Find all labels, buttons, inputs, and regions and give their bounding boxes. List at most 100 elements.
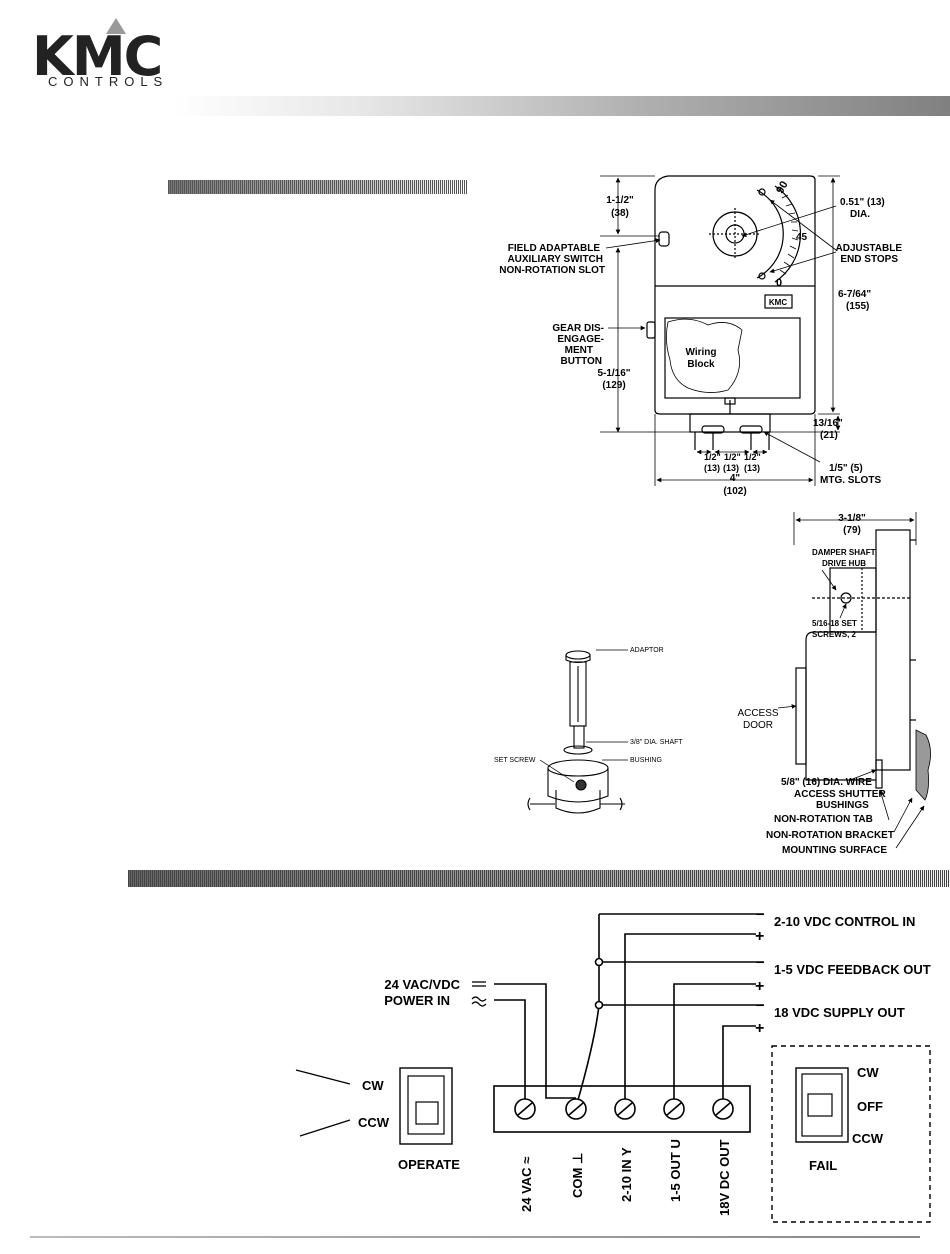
side-body-outline	[805, 640, 876, 781]
wiring-section-bar	[128, 870, 950, 887]
power-label-1: 24 VAC/VDC	[384, 977, 460, 992]
access-door	[795, 667, 807, 765]
wire-control-plus	[624, 933, 756, 1099]
terminal-18v-dc-out: 18V DC OUT	[717, 1139, 732, 1216]
bushing-top	[547, 759, 609, 777]
set-screw-side	[840, 592, 852, 604]
access-label-1: ACCESS	[737, 708, 778, 719]
dim-height: 6-7/64"	[838, 289, 871, 300]
dim-mid-mm: (129)	[602, 380, 625, 391]
aux-switch-1: FIELD ADAPTABLE	[508, 243, 601, 254]
kmc-badge	[764, 294, 793, 309]
end-stops-2: END STOPS	[840, 254, 898, 265]
set-screw-adaptor	[575, 779, 587, 791]
terminal-screws	[514, 1098, 734, 1120]
half-a-mm: (13)	[704, 463, 720, 473]
terminal-com: COM ⊥	[570, 1153, 585, 1198]
wire-label-3: BUSHINGS	[816, 800, 869, 811]
dim-top-mm: (38)	[611, 208, 629, 219]
end-stop-bottom	[758, 272, 766, 280]
terminal-2-10-in: 2-10 IN Y	[619, 1147, 634, 1202]
dim-dia: 0.51" (13)	[840, 197, 885, 208]
hub-label-1: DAMPER SHAFT	[812, 548, 876, 557]
side-body-front	[875, 529, 911, 771]
shaft	[573, 725, 585, 749]
control-in-label: 2-10 VDC CONTROL IN	[774, 914, 915, 929]
gear-3: MENT	[565, 345, 593, 356]
header-gradient-bar	[172, 96, 950, 116]
power-label-2: POWER IN	[384, 993, 450, 1008]
fail-safe-box	[771, 1045, 931, 1223]
wiring-cover-outline	[666, 318, 743, 393]
adaptor-label: ADAPTOR	[630, 647, 664, 654]
logo-subtitle: CONTROLS	[48, 74, 169, 89]
terminal-block	[493, 1085, 751, 1133]
scale-90: 90	[774, 179, 791, 196]
cw-label: CW	[362, 1078, 384, 1093]
screws-label-1: 5/16-18 SET	[812, 619, 857, 628]
feedback-minus: −	[756, 954, 764, 970]
set-screw-label: SET SCREW	[494, 757, 536, 764]
dimensions-section-bar	[168, 180, 468, 194]
half-c-mm: (13)	[744, 463, 760, 473]
bushing-label: BUSHING	[630, 757, 662, 764]
footer-line	[30, 1236, 920, 1238]
dim-dia2: DIA.	[850, 209, 870, 220]
front-view	[646, 175, 816, 450]
half-b: 1/2"	[724, 452, 741, 462]
terminal-1-5-out: 1-5 OUT U	[668, 1139, 683, 1202]
badge-text: KMC	[769, 298, 787, 307]
dim-width-mm: (102)	[723, 486, 746, 497]
gear-button	[646, 321, 656, 339]
wire-24vac	[494, 999, 526, 1099]
dim-depth: 3-1/8"	[838, 513, 866, 524]
fail-ccw-label: CCW	[852, 1131, 884, 1146]
scale-45: 45	[796, 232, 808, 243]
terminal-24vac: 24 VAC ≈	[519, 1157, 534, 1212]
wire-com	[494, 983, 576, 1099]
logo-triangle-icon	[106, 18, 126, 34]
dim-bottom-mm: (21)	[820, 430, 838, 441]
dim-width: 4"	[730, 473, 741, 484]
fail-label: FAIL	[809, 1158, 837, 1173]
half-a: 1/2"	[704, 452, 721, 462]
gear-2: ENGAGE-	[557, 334, 604, 345]
feedback-out-label: 1-5 VDC FEEDBACK OUT	[774, 962, 931, 977]
wiring-label-1: Wiring	[685, 347, 716, 358]
screws-label-2: SCREWS, 2	[812, 630, 857, 639]
surface-label: MOUNTING SURFACE	[782, 845, 887, 856]
side-view	[795, 529, 931, 801]
mounting-surface	[915, 729, 931, 801]
aux-slot	[658, 231, 670, 247]
end-stop-top	[758, 188, 766, 196]
wiring-label-2: Block	[687, 359, 715, 370]
wire-supply-plus	[722, 1025, 756, 1099]
gear-4: BUTTON	[561, 356, 602, 367]
feedback-plus: +	[755, 978, 764, 995]
non-rotation-tab	[875, 759, 883, 789]
operate-label: OPERATE	[398, 1157, 460, 1172]
adaptor-view	[527, 650, 625, 814]
half-b-mm: (13)	[723, 463, 739, 473]
control-minus: −	[756, 906, 764, 922]
access-label-2: DOOR	[743, 720, 773, 731]
ccw-label: CCW	[358, 1115, 390, 1130]
slots-2: MTG. SLOTS	[820, 475, 881, 486]
aux-switch-3: NON-ROTATION SLOT	[499, 265, 605, 276]
end-stops-1: ADJUSTABLE	[836, 243, 903, 254]
supply-minus: −	[756, 997, 764, 1013]
drive-hub-side	[829, 567, 877, 633]
wire-label-2: ACCESS SHUTTER	[794, 789, 886, 800]
gear-1: GEAR DIS-	[552, 323, 604, 334]
shaft-label: 3/8" DIA. SHAFT	[630, 739, 683, 746]
wire-label-1: 5/8" (16) DIA. WIRE	[781, 777, 872, 788]
dim-depth-mm: (79)	[843, 525, 861, 536]
bracket-label: NON-ROTATION BRACKET	[766, 830, 894, 841]
wire-feedback-plus	[673, 983, 756, 1099]
dim-height-mm: (155)	[846, 301, 869, 312]
logo: KMC	[32, 25, 163, 88]
supply-plus: +	[755, 1020, 764, 1037]
dim-bottom: 13/16"	[813, 418, 843, 429]
wiring-block	[664, 317, 801, 399]
